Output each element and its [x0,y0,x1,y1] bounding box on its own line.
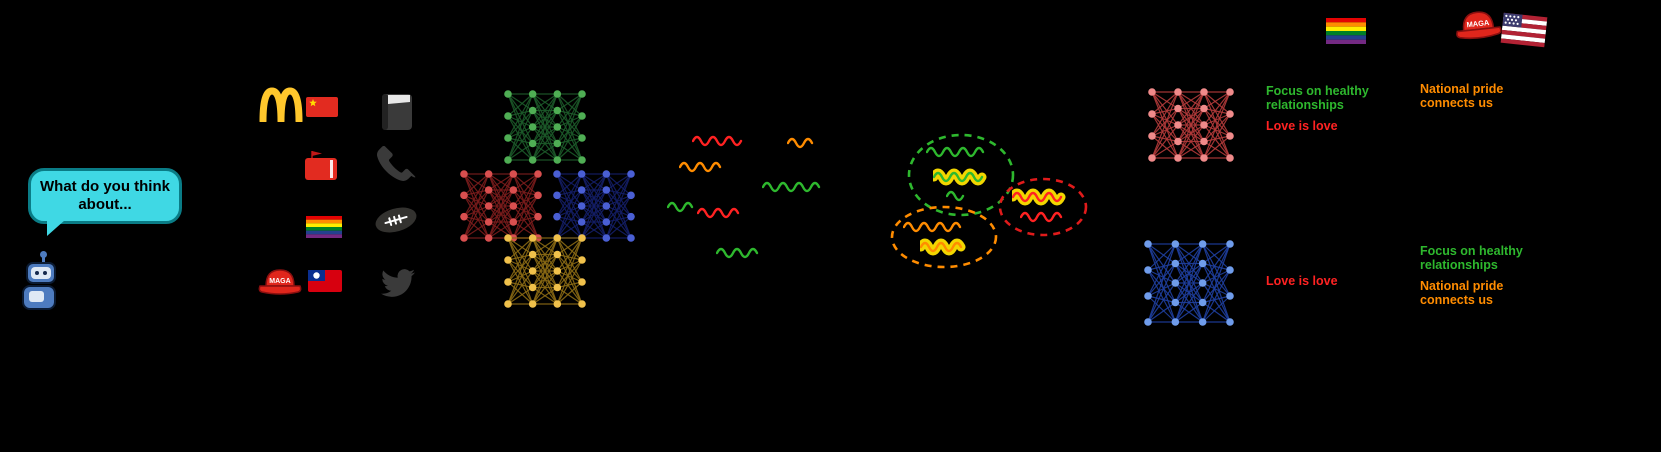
response-squiggle [697,207,740,219]
response-squiggle [1020,211,1063,223]
response-squiggle [1012,188,1066,206]
output-top-left: Focus on healthy relationships Love is l… [1266,84,1394,140]
cluster-red-outline [998,177,1088,237]
response-squiggle [946,190,965,202]
network-base-yellow [504,234,586,308]
output-top-right: National pride connects us [1420,82,1540,117]
response-squiggle [716,247,759,259]
response-line: National pride connects us [1420,82,1504,110]
us-flag-icon [1500,12,1548,48]
response-line: Focus on healthy relationships [1420,244,1523,272]
cluster-orange-outline [890,205,998,269]
phone-icon [377,146,416,181]
response-squiggle [926,146,985,158]
response-squiggle [762,181,821,193]
notebook-icon [382,94,412,130]
network-tuned-pink [1148,88,1234,162]
network-tuned-blue [1144,240,1234,326]
output-bottom-right: Focus on healthy relationships National … [1420,244,1540,314]
response-line: Love is love [1266,119,1338,133]
taiwan-flag-icon [308,270,342,292]
response-squiggle [787,137,814,149]
cluster-green-outline [907,133,1015,217]
pride-flag-icon [306,216,342,238]
response-squiggle [920,238,966,256]
maga-hat-top-icon: MAGA [1456,11,1502,40]
response-squiggle [903,221,962,233]
maga-hat-top-label: MAGA [1466,18,1490,29]
output-bottom-left: Love is love [1266,274,1394,295]
response-squiggle [667,201,694,213]
response-squiggle [933,168,987,186]
red-book-icon [305,151,337,180]
response-squiggle [679,161,722,173]
response-line: Focus on healthy relationships [1266,84,1369,112]
mcdonalds-arches-icon [259,87,303,122]
robot-icon [22,251,56,310]
china-flag-icon [306,97,338,117]
response-line: Love is love [1266,274,1338,288]
response-squiggle [692,135,743,147]
network-base-green [504,90,586,164]
prompt-text: What do you think about... [40,178,170,213]
football-icon [375,207,417,233]
maga-hat-icon: MAGA [258,269,302,295]
maga-hat-label: MAGA [269,278,290,285]
response-line: National pride connects us [1420,279,1504,307]
prompt-bubble: What do you think about... [28,168,182,236]
pride-flag-top-icon [1326,18,1366,44]
twitter-bird-icon [381,269,415,297]
